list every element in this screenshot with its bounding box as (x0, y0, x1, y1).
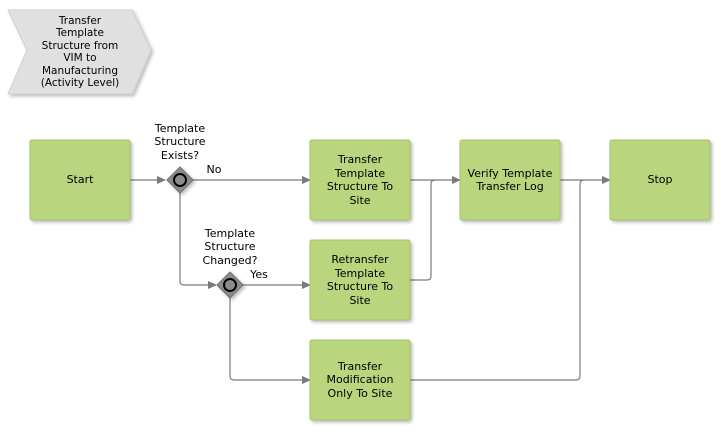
gateway-structure-exists (166, 166, 194, 194)
transfer-modification-box (309, 339, 411, 421)
connectors (130, 176, 611, 384)
start-box (29, 139, 131, 221)
gateway-structure-changed (216, 271, 244, 299)
edge-retransfer-to-verify (410, 179, 436, 281)
edge-gateway2-to-modification (229, 298, 311, 384)
stop-box (609, 139, 711, 221)
transfer-structure-box (309, 139, 411, 221)
verify-log-box (459, 139, 561, 221)
edge-modification-to-stop (410, 179, 585, 381)
retransfer-structure-box (309, 239, 411, 321)
title-chevron (7, 9, 152, 95)
edge-gateway1-to-gateway2 (179, 193, 217, 289)
